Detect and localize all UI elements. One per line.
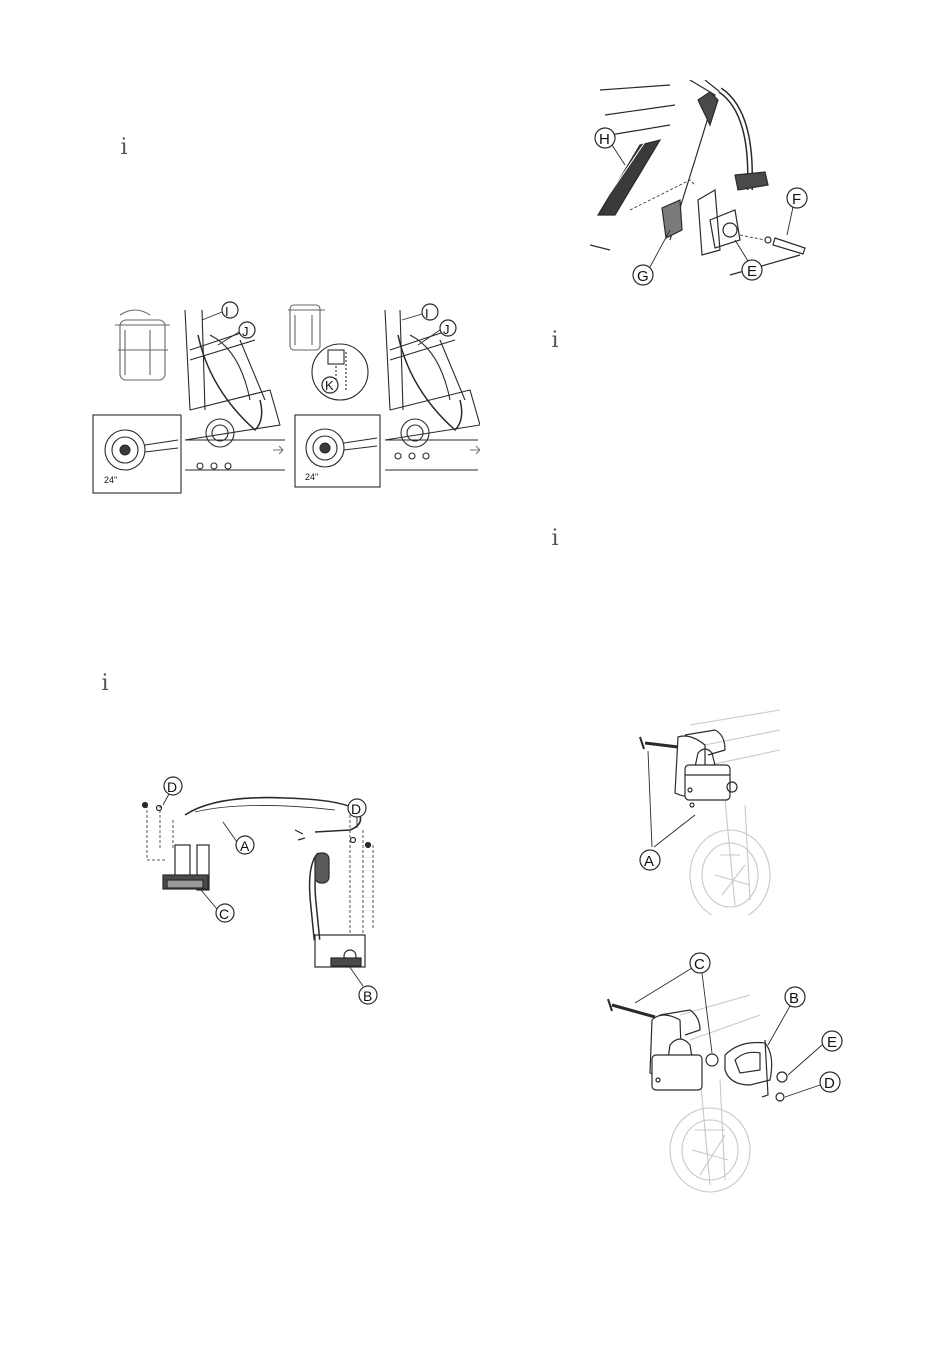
callout-C: C — [219, 906, 229, 922]
callout-A: A — [240, 838, 250, 854]
callout-D-left: D — [167, 779, 177, 795]
brake-cable-routing-figure: I J I J K 24" 24" — [90, 290, 480, 495]
callout-D-fork: D — [824, 1075, 835, 1092]
callout-E-fork: E — [827, 1034, 837, 1051]
wheel-size-label-right: 24" — [305, 472, 318, 482]
callout-H: H — [599, 131, 610, 148]
callout-E: E — [747, 263, 757, 280]
callout-I-right: I — [425, 306, 429, 321]
brake-lever-mount-figure: H F G E — [590, 80, 815, 290]
wheelchair-thumbnail-right — [288, 305, 325, 350]
info-icon-4: i — [548, 528, 562, 550]
wheelchair-thumbnail-left — [115, 310, 170, 380]
callout-J-left: J — [242, 324, 249, 339]
fork-hardware-figure: C B E D — [600, 945, 850, 1195]
callout-B: B — [363, 988, 372, 1004]
fork-bolt-figure: A — [630, 705, 780, 915]
callout-C-fork: C — [694, 956, 705, 973]
callout-A-fork: A — [644, 853, 654, 870]
callout-I-left: I — [225, 304, 229, 319]
brake-cable-assembly-figure: D A D C B — [135, 770, 395, 1010]
info-icon-1: i — [117, 137, 131, 159]
callout-D-right: D — [351, 801, 361, 817]
callout-B-fork: B — [789, 990, 799, 1007]
info-icon-3: i — [548, 330, 562, 352]
info-icon-2: i — [98, 673, 112, 695]
wheel-size-label-left: 24" — [104, 475, 117, 485]
callout-G: G — [637, 268, 649, 285]
callout-J-right: J — [443, 322, 450, 337]
callout-K: K — [325, 378, 334, 393]
callout-F: F — [792, 191, 801, 208]
